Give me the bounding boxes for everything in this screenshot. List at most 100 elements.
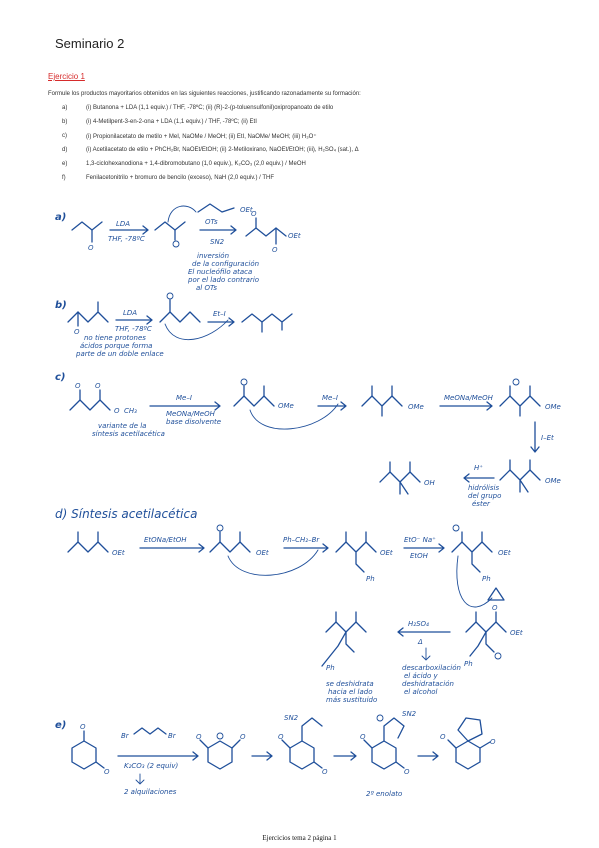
negative-charge: [216, 524, 224, 532]
oxygen-atom: O: [272, 246, 278, 254]
reagent-base: MeONa/MeOH: [166, 410, 216, 418]
note-line: no tiene protones: [84, 334, 146, 342]
negative-charge: [172, 240, 180, 248]
sn2-label: SN2: [210, 238, 225, 246]
ome-label: OMe: [278, 402, 294, 410]
mechanism-d: d) Síntesis acetilacética OEt EtONa/EtOH…: [55, 507, 523, 704]
note-line: variante de la: [98, 422, 146, 430]
alkylations-note: 2 alquilaciones: [124, 788, 177, 796]
item-text: (i) Butanona + LDA (1,1 equiv.) / THF, -…: [86, 105, 334, 111]
negative-charge: [494, 652, 502, 660]
reaction-arrow: [283, 543, 329, 553]
oxygen-atom: O: [404, 768, 410, 776]
reaction-arrow: [403, 543, 445, 553]
mechanism-label: e): [55, 720, 66, 731]
acetoacetate-chain: [67, 541, 109, 553]
reaction-arrow: [333, 751, 357, 761]
enolate-chain: [154, 221, 186, 231]
alkoxide-arm: [469, 631, 487, 657]
page-title: Seminario 2: [55, 36, 125, 51]
butanone-chain: [71, 221, 103, 231]
negative-charge: [512, 378, 520, 386]
acid-chain: [379, 471, 421, 495]
tosylate-chain: [197, 203, 235, 213]
second-enolate-note: 2º enolato: [366, 790, 402, 798]
oxygen-atom: O: [240, 733, 246, 741]
note-line: El nucleófilo ataca: [188, 268, 252, 276]
oet-label: OEt: [240, 206, 253, 214]
enolate-bonds: [243, 385, 265, 397]
carbonyl-bonds: [79, 389, 101, 401]
note-line: el ácido y: [404, 672, 439, 680]
mechanism-label: d) Síntesis acetilacética: [55, 507, 197, 521]
reagent-note: base disolvente: [166, 418, 221, 426]
item-text: (i) Acetilacetato de etilo + PhCH₂Br, Na…: [86, 147, 359, 153]
oxygen-atom: O: [80, 723, 86, 731]
ome-label: OMe: [545, 403, 561, 411]
enolate-chain: [499, 395, 541, 417]
mechanism-e: e) O O Br Br K₂CO₃ (2 equiv) 2 alquilaci…: [55, 710, 496, 798]
reagent-conditions: THF, -78ºC: [108, 235, 145, 243]
note-line: ácidos porque forma: [80, 342, 152, 350]
reagent-meona: MeONa/MeOH: [444, 394, 494, 402]
item-letter: f): [62, 175, 66, 181]
carbonyl-bonds: [509, 459, 531, 471]
ch3-label: CH₃: [124, 407, 137, 415]
note-line: al OTs: [196, 284, 217, 292]
cyclohexanedione-ring: [71, 740, 97, 770]
note-line: de la configuración: [192, 260, 259, 268]
ph-label: Ph: [482, 575, 491, 583]
reaction-arrow: [149, 401, 221, 411]
note-line: se deshidrata: [326, 680, 374, 688]
reaction-arrow: [397, 627, 451, 637]
oxygen-atom: O: [95, 382, 101, 390]
oxygen-atom: O: [196, 733, 202, 741]
reagent-iet: I–Et: [541, 434, 554, 442]
reagent-h: H⁺: [474, 464, 483, 472]
benzylated-chain: [335, 541, 377, 573]
alkene-arm: [321, 631, 347, 667]
reagent-k2co3: K₂CO₃ (2 equiv): [124, 762, 179, 770]
oh-label: OH: [424, 479, 436, 487]
item-text: Fenilacetonitrilo + bromuro de bencilo (…: [86, 175, 275, 181]
epoxide: [487, 587, 505, 601]
reaction-arrow: [463, 473, 495, 483]
hydrolysis-line: del grupo: [468, 492, 501, 500]
carbonyl-bonds: [77, 531, 99, 543]
oxygen-atom: O: [322, 768, 328, 776]
reaction-arrow: [139, 543, 205, 553]
negative-charge: [376, 714, 384, 722]
reaction-arrow: [109, 225, 149, 235]
carbonyl-bonds: [475, 611, 497, 623]
oet-label: OEt: [498, 549, 511, 557]
reagent-eti: Et–I: [213, 310, 226, 318]
reagent-ethanol: EtOH: [410, 552, 429, 560]
oxygen-atom: O: [492, 604, 498, 612]
reagent-h2so4: H₂SO₄: [408, 620, 429, 628]
item-letter: b): [62, 119, 68, 125]
note-line: deshidratación: [402, 680, 454, 688]
enolate-chain: [159, 311, 201, 323]
reaction-arrow: [115, 315, 153, 325]
sn2-label: SN2: [402, 710, 417, 718]
br-label: Br: [168, 732, 177, 740]
carbonyl-bonds: [509, 385, 531, 397]
methylated-chain: [361, 395, 403, 417]
oxygen-atom: O: [75, 382, 81, 390]
oxygen-atom: O: [251, 210, 257, 218]
oet-label: OEt: [510, 629, 523, 637]
oet-label: OEt: [288, 232, 301, 240]
small-arrow: [135, 773, 145, 785]
reagent-ethoxide: EtO⁻ Na⁺: [404, 536, 436, 544]
reaction-arrow: [207, 317, 235, 327]
item-letter: d): [62, 147, 68, 153]
oxygen-atom: O: [114, 407, 120, 415]
carbonyl-bonds: [371, 385, 393, 397]
spiro-ring: [455, 740, 481, 770]
ome-label: OMe: [545, 477, 561, 485]
curved-arrow: [227, 549, 319, 576]
carbonyl-bonds: [345, 531, 367, 543]
oet-label: OEt: [256, 549, 269, 557]
hydrolysis-line: hidrólisis: [468, 484, 499, 492]
note-line: parte de un doble enlace: [75, 350, 164, 358]
